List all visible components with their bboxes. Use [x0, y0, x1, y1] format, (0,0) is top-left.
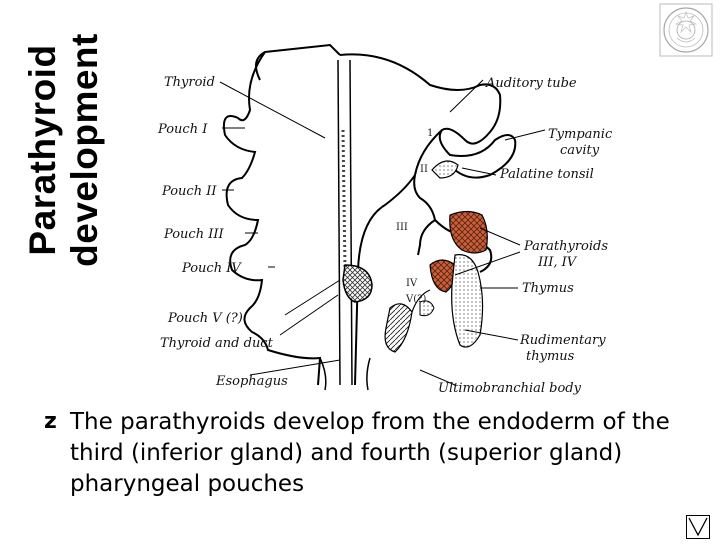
label-auditory-tube: Auditory tube [486, 76, 577, 91]
diagram-drawing [219, 43, 546, 391]
return-arrow-icon[interactable] [686, 515, 710, 539]
label-thyroid-duct: Thyroid and duct [160, 336, 273, 351]
pharyngeal-pouch-diagram: Thyroid Pouch I Pouch II Pouch III Pouch… [150, 40, 635, 400]
bullet-text: The parathyroids develop from the endode… [70, 409, 670, 497]
palatine-tonsil [431, 160, 459, 179]
label-thyroid: Thyroid [164, 75, 215, 90]
slide-title-line2: development [64, 33, 105, 267]
label-rudimentary-line1: Rudimentary [520, 333, 606, 348]
numeral-1: 1 [427, 128, 434, 139]
slide-title: Parathyroid development [22, 33, 106, 267]
numeral-2: II [420, 164, 428, 175]
parathyroid-upper [449, 210, 488, 254]
z-bullet-icon: z [44, 409, 57, 434]
university-seal-icon [658, 2, 714, 58]
slide-title-area: Parathyroid development [18, 0, 110, 300]
ultimobranchial-body [419, 300, 435, 317]
label-pouch-4: Pouch IV [182, 261, 241, 276]
slide-title-line1: Parathyroid [22, 44, 63, 256]
pharynx-right-outline [339, 53, 517, 386]
label-tympanic-line2: cavity [560, 143, 600, 158]
rudimentary-thymus [384, 303, 413, 353]
numeral-3: III [396, 222, 408, 233]
label-rudimentary-line2: thymus [526, 349, 575, 364]
thyroid-duct [341, 129, 347, 271]
thyroid-gland [342, 264, 373, 303]
label-tympanic-line1: Tympanic [548, 127, 613, 142]
label-thymus: Thymus [522, 281, 574, 296]
pharynx-left-outline [222, 43, 341, 386]
label-pouch-1: Pouch I [158, 122, 208, 137]
label-palatine-tonsil: Palatine tonsil [500, 167, 594, 182]
label-ultimobranchial: Ultimobranchial body [438, 381, 581, 396]
label-pouch-2: Pouch II [162, 184, 217, 199]
label-parathyroids-line1: Parathyroids [524, 239, 609, 254]
thymus-body [451, 254, 484, 348]
leader-lines [219, 79, 546, 386]
label-parathyroids-line2: III, IV [538, 255, 577, 270]
numeral-4: IV [406, 278, 418, 289]
numeral-5: V(?) [406, 294, 427, 305]
esophagus-tube [337, 59, 353, 386]
label-esophagus: Esophagus [216, 374, 288, 389]
label-pouch-5: Pouch V (?) [168, 311, 243, 326]
label-pouch-3: Pouch III [164, 227, 224, 242]
